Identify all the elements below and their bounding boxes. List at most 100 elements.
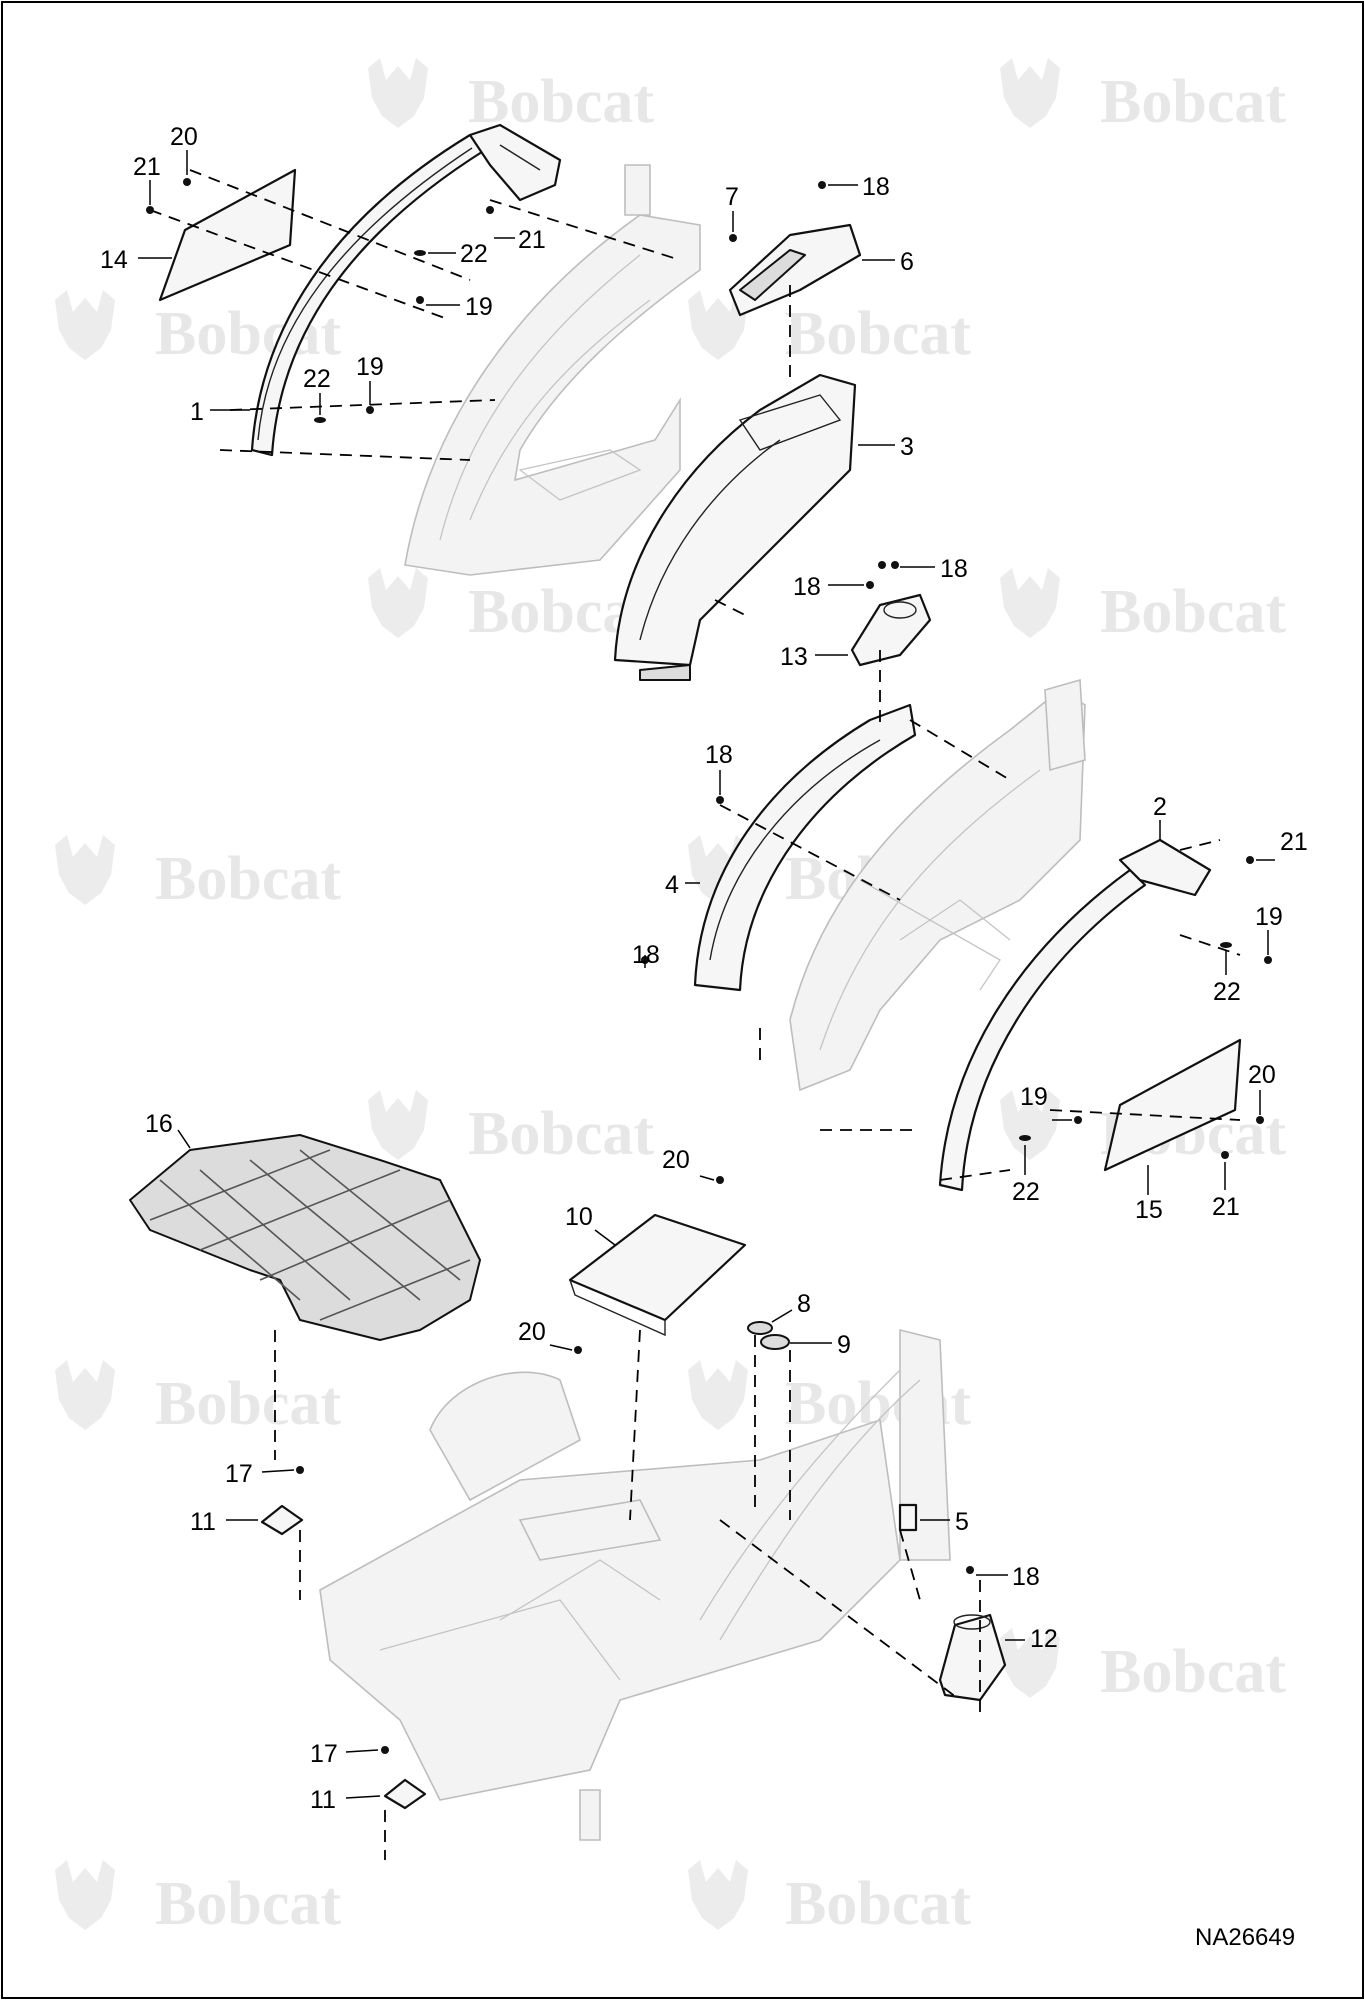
bolt-20c: [574, 1346, 582, 1354]
callout-17: 17: [310, 1740, 338, 1768]
watermark-11: Bobcat: [55, 1360, 341, 1438]
callout-5: 5: [955, 1508, 969, 1536]
callout-22: 22: [460, 240, 488, 268]
callout-16: 16: [145, 1110, 173, 1138]
assembly-lines: [149, 169, 1241, 1860]
callout-21: 21: [518, 226, 546, 254]
callout-8: 8: [797, 1290, 811, 1318]
callout-18: 18: [793, 573, 821, 601]
callout-6: 6: [900, 248, 914, 276]
bolt-21e: [1221, 1151, 1229, 1159]
watermark-4: Bobcat: [688, 290, 971, 368]
bolt-21c: [486, 206, 494, 214]
bolt-18d: [866, 581, 874, 589]
callout-21: 21: [133, 153, 161, 181]
callout-18: 18: [632, 941, 660, 969]
callout-14: 14: [100, 246, 128, 274]
callout-10: 10: [565, 1203, 593, 1231]
ghost-right-fender-frame: [789, 678, 1086, 1092]
leader-line: [345, 1795, 381, 1799]
watermark-text: Bobcat: [1100, 1638, 1286, 1706]
callout-20: 20: [170, 123, 198, 151]
part-8-plug: [747, 1321, 773, 1335]
callout-9: 9: [837, 1331, 851, 1359]
bolt-17b: [381, 1746, 389, 1754]
callout-18: 18: [1012, 1563, 1040, 1591]
callout-21: 21: [1280, 828, 1308, 856]
watermark-15: Bobcat: [55, 1860, 341, 1938]
callout-17: 17: [225, 1460, 253, 1488]
bolt-21a: [183, 178, 191, 186]
washer-22b: [314, 417, 326, 423]
callout-20: 20: [518, 1318, 546, 1346]
bolt-21d: [1246, 856, 1254, 864]
watermark-6: Bobcat: [1000, 568, 1286, 646]
callout-19: 19: [465, 293, 493, 321]
watermark-text: Bobcat: [785, 300, 971, 368]
watermark-9: Bobcat: [368, 1090, 654, 1168]
watermark-text: Bobcat: [468, 1100, 654, 1168]
callout-19: 19: [1255, 903, 1283, 931]
bolt-20a: [1256, 1116, 1264, 1124]
leader-line: [549, 1344, 573, 1351]
part-11-pad-lower: [383, 1778, 427, 1810]
bolt-18b: [878, 561, 886, 569]
watermark-7: Bobcat: [55, 835, 341, 913]
part-12-boot: [938, 1613, 1007, 1702]
leader-line: [345, 1749, 379, 1753]
part-11-pad-upper: [260, 1504, 304, 1536]
watermark-text: Bobcat: [155, 1370, 341, 1438]
part-16-floor-mat: [129, 1134, 481, 1341]
part-2-right-fender-trim: [938, 838, 1212, 1192]
watermark-16: Bobcat: [688, 1860, 971, 1938]
part-4-right-inner-fender: [693, 703, 917, 992]
leader-line: [594, 1229, 616, 1246]
leader-line: [771, 1309, 793, 1323]
callout-18: 18: [862, 173, 890, 201]
part-13-cupholder: [850, 593, 932, 667]
watermark-text: Bobcat: [1100, 68, 1286, 136]
callout-18: 18: [940, 555, 968, 583]
part-9-plug: [760, 1334, 790, 1350]
bolt-7: [729, 234, 737, 242]
ghost-left-fender-frame: [404, 164, 701, 576]
callout-12: 12: [1030, 1625, 1058, 1653]
bolt-20b: [716, 1176, 724, 1184]
callout-11: 11: [190, 1508, 216, 1536]
bolt-19a: [416, 296, 424, 304]
bolt-21b: [146, 206, 154, 214]
callout-4: 4: [665, 871, 679, 899]
washer-22a: [414, 250, 426, 256]
leader-line: [261, 1469, 295, 1473]
callout-20: 20: [662, 1146, 690, 1174]
bolt-18g: [966, 1566, 974, 1574]
callout-19: 19: [1020, 1083, 1048, 1111]
bolt-17a: [296, 1466, 304, 1474]
bolt-19d: [1074, 1116, 1082, 1124]
callout-7: 7: [725, 183, 739, 211]
part-10-cover-plate: [568, 1213, 747, 1337]
drawing-number: NA26649: [1195, 1924, 1295, 1951]
part-1-upper-bracket: [468, 123, 562, 202]
part-3-left-console: [613, 373, 857, 681]
leader-line: [699, 1175, 715, 1181]
callout-11: 11: [310, 1786, 336, 1814]
watermark-2: Bobcat: [1000, 58, 1286, 136]
watermark-text: Bobcat: [1100, 578, 1286, 646]
part-14-left-panel: [158, 168, 297, 302]
watermark-14: Bobcat: [1000, 1628, 1286, 1706]
bolt-18e: [716, 796, 724, 804]
callout-19: 19: [356, 353, 384, 381]
callout-22: 22: [303, 365, 331, 393]
callout-2: 2: [1153, 793, 1167, 821]
callout-22: 22: [1213, 978, 1241, 1006]
callouts: 20 21 14 1 22 19 21 22 19 7 18 6: [100, 123, 1308, 1814]
callout-15: 15: [1135, 1196, 1163, 1224]
leader-line: [177, 1129, 191, 1149]
bolt-19c: [1264, 956, 1272, 964]
callout-3: 3: [900, 433, 914, 461]
watermark-text: Bobcat: [155, 1870, 341, 1938]
part-15-right-panel: [1103, 1038, 1242, 1172]
callout-18: 18: [705, 741, 733, 769]
